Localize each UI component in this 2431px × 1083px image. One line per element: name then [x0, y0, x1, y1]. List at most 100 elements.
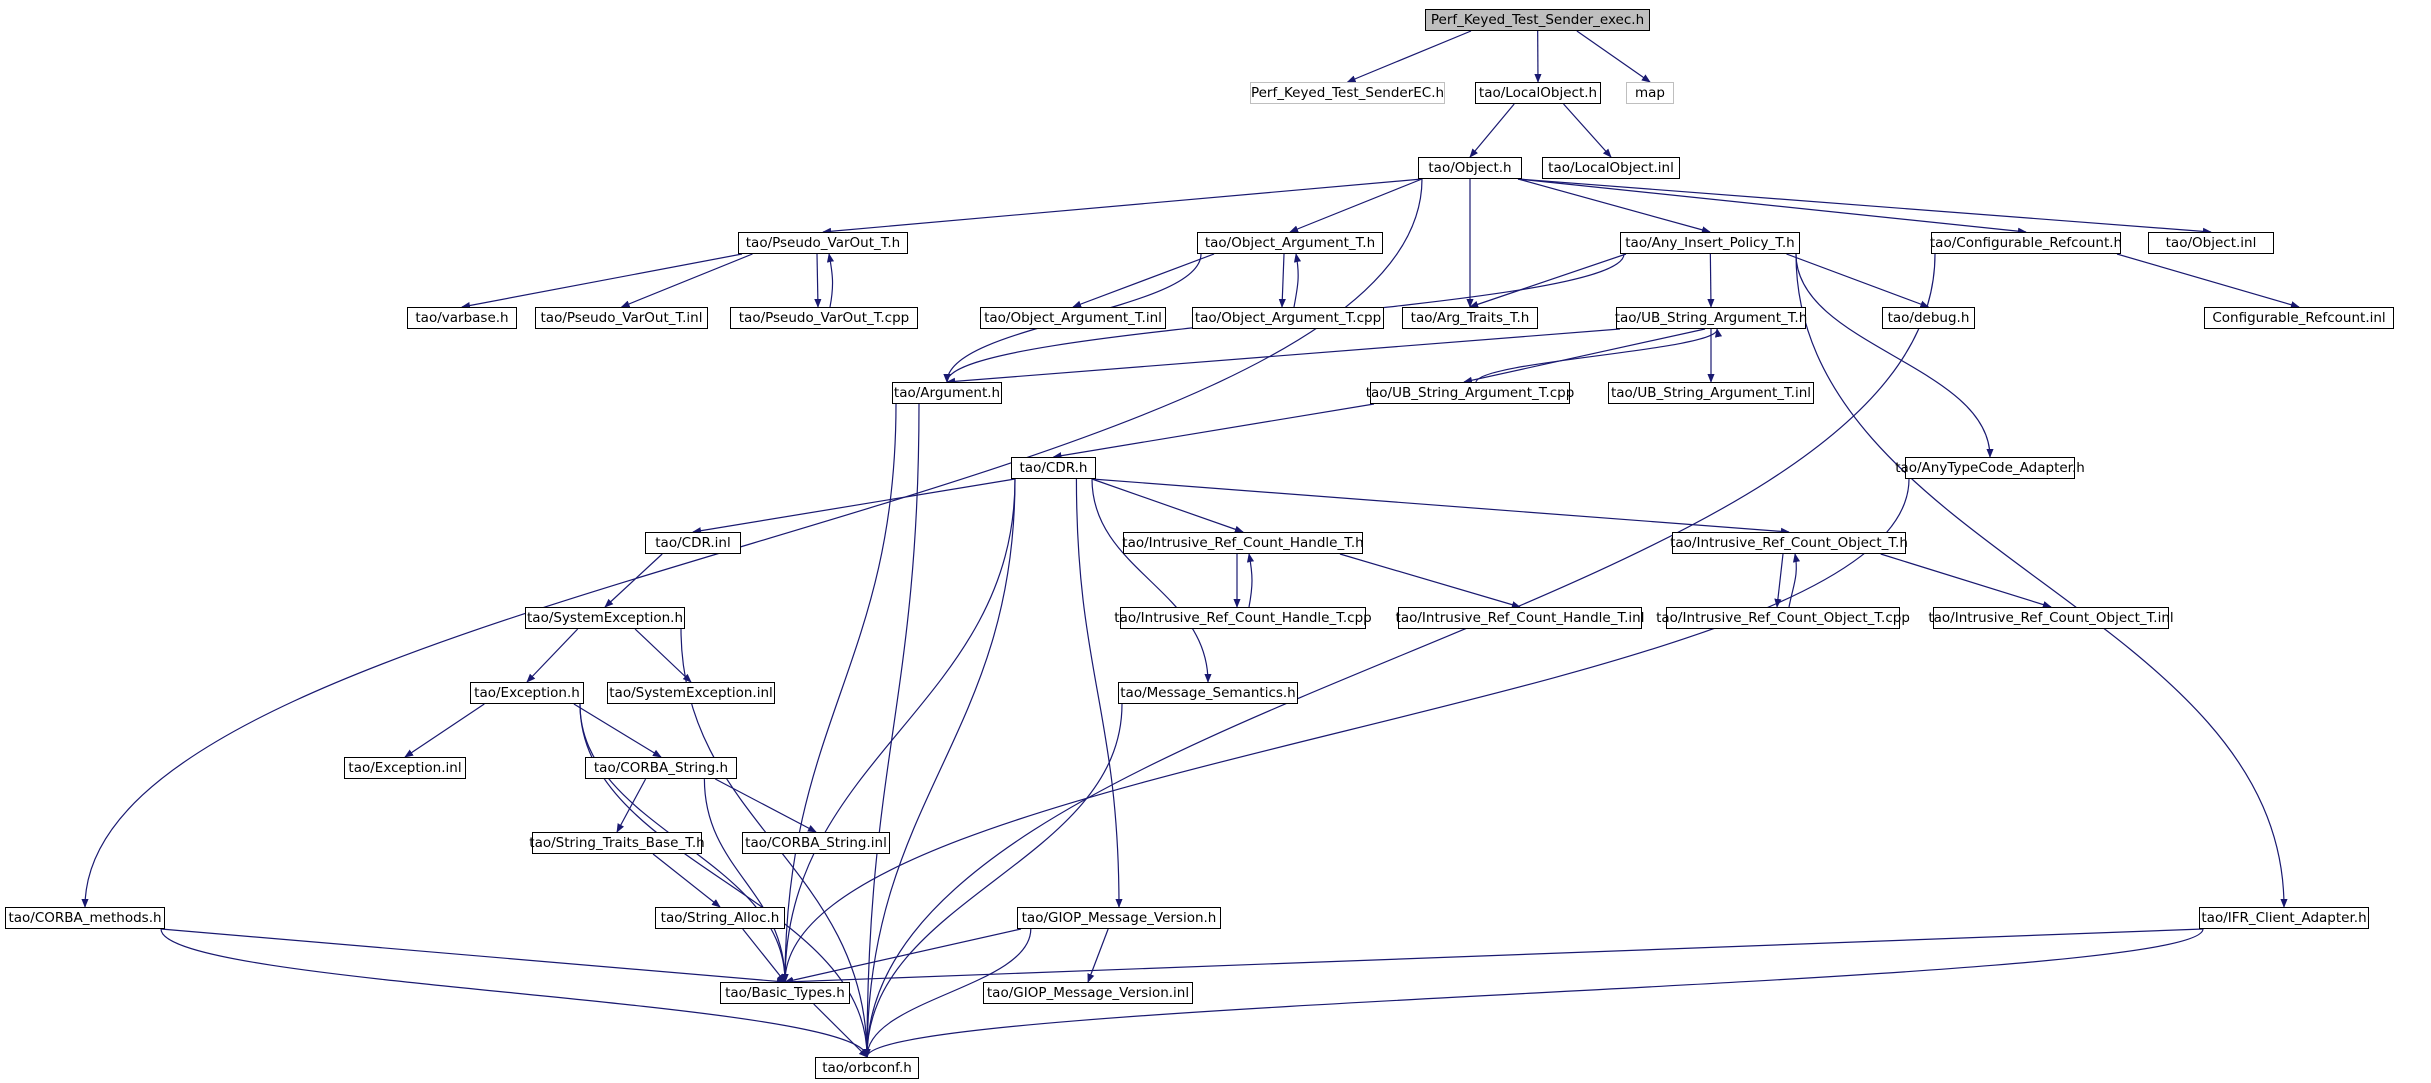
node-giopinl[interactable]: tao/GIOP_Message_Version.inl — [983, 982, 1193, 1004]
edge-cdr-to-cdrinl — [692, 478, 1016, 535]
node-pseudo[interactable]: tao/Pseudo_VarOut_T.h — [738, 232, 908, 254]
node-irchinl[interactable]: tao/Intrusive_Ref_Count_Handle_T.inl — [1396, 607, 1644, 629]
edge-msgsem-to-orbconf — [863, 703, 1123, 1058]
edge-ubstrcpp-to-cdr — [1052, 403, 1375, 460]
edge-argument-to-orbconf — [863, 403, 920, 1058]
node-anyins[interactable]: tao/Any_Insert_Policy_T.h — [1620, 232, 1800, 254]
node-confref[interactable]: tao/Configurable_Refcount.h — [1930, 232, 2122, 254]
edge-root-to-senderEC — [1346, 30, 1472, 83]
edge-ircocpp-to-irco — [1788, 553, 1801, 608]
node-debug[interactable]: tao/debug.h — [1882, 307, 1975, 329]
edge-object-to-objinl — [1517, 178, 2212, 235]
node-objarginl[interactable]: tao/Object_Argument_T.inl — [980, 307, 1166, 329]
node-argument[interactable]: tao/Argument.h — [892, 382, 1002, 404]
edge-cdrinl-to-sysexc — [604, 553, 663, 608]
node-irchcpp[interactable]: tao/Intrusive_Ref_Count_Handle_T.cpp — [1114, 607, 1372, 629]
node-confrefinl[interactable]: Configurable_Refcount.inl — [2204, 307, 2394, 329]
node-basic[interactable]: tao/Basic_Types.h — [720, 982, 850, 1004]
node-map[interactable]: map — [1626, 82, 1674, 104]
edge-localobj-to-localobjinl — [1563, 103, 1612, 158]
node-corbameth[interactable]: tao/CORBA_methods.h — [5, 907, 165, 929]
node-msgsem[interactable]: tao/Message_Semantics.h — [1118, 682, 1298, 704]
node-pseudoinl[interactable]: tao/Pseudo_VarOut_T.inl — [535, 307, 708, 329]
node-ifr[interactable]: tao/IFR_Client_Adapter.h — [2199, 907, 2369, 929]
edge-giop-to-giopinl — [1087, 928, 1109, 983]
edge-object-to-anyins — [1517, 178, 1711, 234]
node-object[interactable]: tao/Object.h — [1418, 157, 1522, 179]
edge-objarg-to-objargcpp — [1278, 253, 1286, 308]
edge-cdr-to-giop — [1075, 478, 1123, 908]
edge-ifr-to-orbconf — [863, 928, 2204, 1058]
edge-cdr-to-irco — [1091, 478, 1790, 535]
node-argtraits[interactable]: tao/Arg_Traits_T.h — [1402, 307, 1538, 329]
node-sysexc[interactable]: tao/SystemException.h — [525, 607, 685, 629]
edge-irco-to-ircoinl — [1880, 553, 2052, 609]
edge-irch-to-irchinl — [1339, 553, 1521, 609]
node-corbastr[interactable]: tao/CORBA_String.h — [585, 757, 737, 779]
node-anytc[interactable]: tao/AnyTypeCode_Adapter.h — [1895, 457, 2085, 479]
edge-corbastr-to-basic — [703, 778, 789, 983]
node-giop[interactable]: tao/GIOP_Message_Version.h — [1017, 907, 1221, 929]
edge-corbameth-to-basic — [160, 928, 786, 985]
edge-root-to-map — [1576, 30, 1651, 83]
edge-anyins-to-ubstr — [1707, 253, 1715, 308]
node-ubstrinl[interactable]: tao/UB_String_Argument_T.inl — [1608, 382, 1814, 404]
edge-objarg-to-objarginl — [1072, 253, 1215, 308]
edge-exc-to-corbastr — [573, 703, 662, 758]
node-exc[interactable]: tao/Exception.h — [470, 682, 584, 704]
node-localobj[interactable]: tao/LocalObject.h — [1475, 82, 1601, 104]
node-objinl[interactable]: tao/Object.inl — [2148, 232, 2274, 254]
node-senderEC[interactable]: Perf_Keyed_Test_SenderEC.h — [1250, 82, 1445, 104]
node-stralloc[interactable]: tao/String_Alloc.h — [655, 907, 785, 929]
edge-anyins-to-anytc — [1795, 253, 1994, 458]
node-irco[interactable]: tao/Intrusive_Ref_Count_Object_T.h — [1670, 532, 1908, 554]
node-corbastrinl[interactable]: tao/CORBA_String.inl — [742, 832, 890, 854]
edge-object-to-pseudo — [822, 178, 1423, 235]
node-objarg[interactable]: tao/Object_Argument_T.h — [1197, 232, 1383, 254]
node-orbconf[interactable]: tao/orbconf.h — [815, 1057, 919, 1079]
edge-anyins-to-ifr — [1795, 253, 2288, 908]
edge-pseudo-to-varbase — [461, 253, 743, 310]
edge-sysexc-to-sysexcinl — [634, 628, 692, 683]
node-localobjinl[interactable]: tao/LocalObject.inl — [1542, 157, 1680, 179]
node-ubstr[interactable]: tao/UB_String_Argument_T.h — [1615, 307, 1807, 329]
edge-object-to-confref — [1517, 178, 2027, 235]
edge-giop-to-orbconf — [863, 928, 1032, 1058]
edge-corbastr-to-strtraits — [616, 778, 647, 833]
edge-confref-to-confrefinl — [2116, 253, 2300, 309]
node-irch[interactable]: tao/Intrusive_Ref_Count_Handle_T.h — [1122, 532, 1364, 554]
edge-cdr-to-orbconf — [863, 478, 1016, 1058]
edge-giop-to-basic — [784, 928, 1022, 984]
edge-anyins-to-debug — [1786, 253, 1930, 308]
edge-stralloc-to-basic — [742, 928, 786, 983]
node-strtraits[interactable]: tao/String_Traits_Base_T.h — [529, 832, 705, 854]
edge-cdr-to-msgsem — [1091, 478, 1212, 683]
edge-irchcpp-to-irch — [1246, 553, 1255, 608]
edge-corbastr-to-corbastrinl — [714, 778, 817, 833]
edge-ubstr-to-ubstrcpp — [1463, 328, 1706, 384]
edge-anytc-to-basic — [781, 478, 1910, 983]
edge-object-to-objarg — [1289, 178, 1423, 233]
edge-anyins-to-argtraits — [1469, 253, 1627, 308]
node-varbase[interactable]: tao/varbase.h — [407, 307, 517, 329]
node-sysexcinl[interactable]: tao/SystemException.inl — [607, 682, 775, 704]
node-excinl[interactable]: tao/Exception.inl — [344, 757, 466, 779]
node-ircocpp[interactable]: tao/Intrusive_Ref_Count_Object_T.cpp — [1656, 607, 1910, 629]
node-pseudocpp[interactable]: tao/Pseudo_VarOut_T.cpp — [730, 307, 918, 329]
edge-objargcpp-to-objarg — [1293, 253, 1302, 308]
edge-cdr-to-irch — [1091, 478, 1244, 533]
edge-localobj-to-object — [1469, 103, 1515, 158]
edge-ubstrcpp-to-ubstr — [1475, 328, 1722, 383]
node-cdrinl[interactable]: tao/CDR.inl — [645, 532, 741, 554]
edge-strtraits-to-stralloc — [652, 853, 721, 908]
node-ircoinl[interactable]: tao/Intrusive_Ref_Count_Object_T.inl — [1928, 607, 2174, 629]
node-root[interactable]: Perf_Keyed_Test_Sender_exec.h — [1425, 9, 1650, 31]
node-ubstrcpp[interactable]: tao/UB_String_Argument_T.cpp — [1366, 382, 1574, 404]
node-objargcpp[interactable]: tao/Object_Argument_T.cpp — [1192, 307, 1384, 329]
edge-basic-to-orbconf — [813, 1003, 868, 1058]
edge-sysexc-to-exc — [526, 628, 579, 683]
node-cdr[interactable]: tao/CDR.h — [1011, 457, 1096, 479]
edge-ifr-to-basic — [784, 928, 2204, 986]
edge-confref-to-orbconf — [863, 253, 1936, 1058]
